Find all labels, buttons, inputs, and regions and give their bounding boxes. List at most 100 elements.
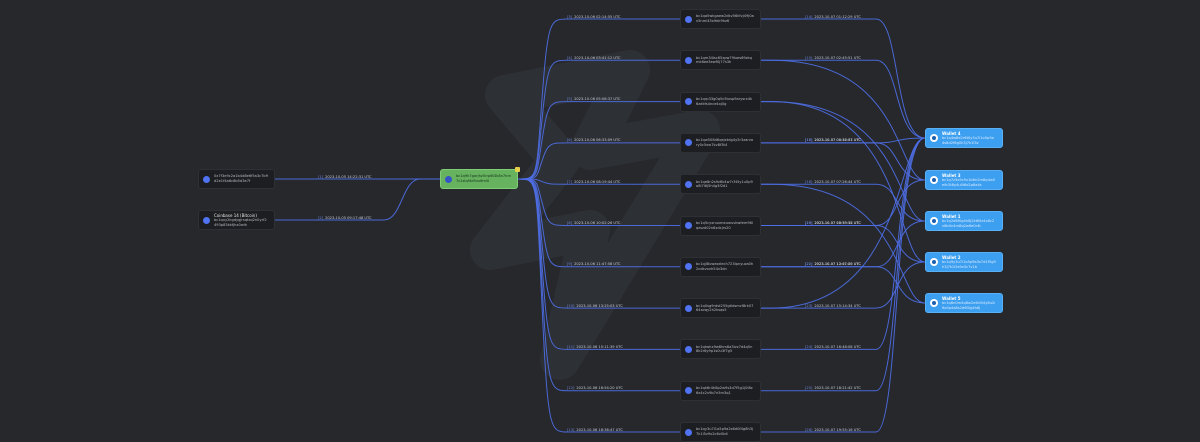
edge-label: [11]2023-10-06 15:11:39 UTC	[567, 345, 623, 349]
address-node[interactable]: bc1qa5wkgaew2dkv56kfvj49j0av5nml45x9ek9h…	[680, 9, 761, 29]
edge-c-m5[interactable]	[517, 178, 680, 185]
wallet-icon	[930, 299, 938, 307]
edge-label: [4]2023-10-06 03:41:12 UTC	[567, 56, 621, 60]
wallet-icon	[930, 176, 938, 184]
node-address: bc1qk6r4h8p2w9s3d7f5g1j0l8z6x4c2v9b7n5m3…	[696, 386, 753, 395]
blockchain-address-icon	[685, 98, 692, 106]
edge-c-m3[interactable]	[517, 101, 680, 180]
node-text: Coinbase 14 (Bitcoin)bc1qxy2kgdygjrsqtzq…	[214, 213, 268, 227]
edge-m9-o1[interactable]	[761, 137, 926, 350]
edge-label-id: [11]	[567, 344, 575, 349]
node-text: bc1qjl8uwezzlech723lpnyuza0h2cdkvxvh54v3…	[696, 262, 754, 271]
wallet-icon	[930, 134, 938, 142]
edge-m6-o4[interactable]	[761, 225, 926, 263]
node-text: bc1qtwhx9w8hm6a3lvz7d4q5n8k2r6y9p1s0u3f7…	[696, 345, 754, 354]
edge-label-timestamp: 2023-10-06 16:54:20 UTC	[576, 386, 623, 391]
node-text: bc1qk6r4h8p2w9s3d7f5g1j0l8z6x4c2v9b7n5m3…	[696, 386, 754, 395]
edge-m1-o1[interactable]	[761, 18, 926, 139]
blockchain-address-icon	[685, 56, 692, 64]
address-node[interactable]: bc1q0sg9rdst255gtldsmcf8rk0764avqy2h2ksq…	[680, 298, 761, 319]
address-node[interactable]: bc1qk6r4h8p2w9s3d7f5g1j0l8z6x4c2v9b7n5m3…	[680, 380, 761, 401]
address-node[interactable]: bc1q5cyxnuxmeuwuvkwfem96lqzszd02n6xdcjrs…	[680, 215, 761, 236]
edge-label-id: [25]	[805, 386, 813, 391]
address-node[interactable]: bc1qw508d6qejxtdg4y5r3zarvary0c5xw7kv8f3…	[680, 132, 761, 153]
edge-label-id: [9]	[567, 262, 573, 267]
node-address: bc1qe8n2s9z6k4w7r3t5y1u0p9o8i7l6j5h4g3f2…	[696, 179, 753, 189]
edge-c-m6[interactable]	[517, 178, 680, 226]
edge-c-m1[interactable]	[517, 18, 680, 180]
node-text: bc1q9h7garjhz5rrp6t3k8n7hm7c2zlqf4d9vx6m…	[456, 174, 511, 183]
address-node[interactable]: bc1qm34lsc65zpw79lxes69zkqmk6ee3ewf0j77s…	[680, 50, 761, 71]
node-address: bc1qjl8uwezzlech723lpnyuza0h2cdkvxvh54v3…	[696, 262, 754, 271]
edge-m10-o1[interactable]	[761, 137, 926, 392]
edge-label-timestamp: 2023-10-07 12:07:26 UTC	[814, 262, 861, 267]
node-text: bc1qa5wkgaew2dkv56kfvj49j0av5nml45x9ek9h…	[696, 14, 754, 23]
node-address: bc1qw508d6qejxtdg4y5r3zarvary0c5xw7kv8f3…	[696, 138, 754, 147]
node-address: bc1qrp33g0q5c5txsp9arysrx4k6zdkfs4nce4xj…	[696, 97, 753, 106]
node-address: bc1q7z3x9c5v1b6n2m8q4w0e6r2t8y4u0i6o2p8a…	[942, 177, 996, 187]
edge-label-timestamp: 2023-10-06 13:25:03 UTC	[576, 303, 623, 308]
edge-s2-c[interactable]	[275, 178, 440, 221]
edge-label-id: [18]	[805, 179, 813, 184]
node-address: 0x7f3e9c2a1b4d8e6f5a3c7b9d2e1f4a6c8b5d3e…	[214, 174, 269, 183]
address-node[interactable]: Coinbase 14 (Bitcoin)bc1qxy2kgdygjrsqtzq…	[198, 210, 275, 230]
edge-m11-o1[interactable]	[761, 137, 926, 433]
focus-address-node[interactable]: bc1q9h7garjhz5rrp6t3k8n7hm7c2zlqf4d9vx6m…	[440, 169, 518, 189]
address-node[interactable]: bc1qtwhx9w8hm6a3lvz7d4q5n8k2r6y9p1s0u3f7…	[680, 339, 761, 360]
edge-c-m4[interactable]	[517, 142, 680, 180]
edge-c-m11[interactable]	[517, 178, 680, 433]
edge-label: [23]2023-10-07 15:14:34 UTC	[805, 304, 861, 308]
address-node[interactable]: 0x7f3e9c2a1b4d8e6f5a3c7b9d2e1f4a6c8b5d3e…	[198, 169, 275, 189]
node-address: bc1qtwhx9w8hm6a3lvz7d4q5n8k2r6y9p1s0u3f7…	[696, 344, 753, 354]
edge-label: [6]2023-10-06 06:33:09 UTC	[567, 138, 621, 142]
edge-m2-o2[interactable]	[761, 59, 926, 181]
edge-label-timestamp: 2023-10-07 08:59:18 UTC	[814, 221, 861, 225]
edge-m2-o1[interactable]	[761, 59, 926, 139]
node-text: bc1qy3u7i1o5p9a2s6d0f4g8h3j7k1l5z9x2c6v0…	[696, 427, 754, 436]
edge-m7-o3[interactable]	[761, 220, 926, 268]
edge-label-id: [7]	[567, 179, 573, 184]
edge-label: [24]2023-10-07 16:48:08 UTC	[805, 345, 861, 349]
address-node[interactable]: bc1qe8n2s9z6k4w7r3t5y1u0p9o8i7l6j5h4g3f2…	[680, 174, 761, 195]
edge-label-id: [12]	[567, 386, 575, 391]
wallet-icon	[930, 258, 938, 266]
blockchain-address-icon	[685, 15, 692, 23]
address-node[interactable]: bc1qy3u7i1o5p9a2s6d0f4g8h3j7k1l5z9x2c6v0…	[680, 422, 761, 442]
node-address: bc1q2d6f0g4h8j2k6l0z4x8c2v6b0n4m8q2w6e0r…	[942, 218, 995, 228]
node-text: bc1qm34lsc65zpw79lxes69zkqmk6ee3ewf0j77s…	[696, 56, 754, 65]
edge-label-timestamp: 2023-10-07 13:41:00 UTC	[814, 262, 861, 267]
address-node[interactable]: bc1qrp33g0q5c5txsp9arysrx4k6zdkfs4nce4xj…	[680, 91, 761, 112]
edge-label-timestamp: 2023-10-06 11:47:58 UTC	[574, 262, 621, 267]
edge-m5-o5[interactable]	[761, 183, 926, 304]
edge-label-id: [17]	[805, 138, 813, 143]
edge-label-timestamp: 2023-10-07 01:12:29 UTC	[814, 14, 861, 19]
edge-label-id: [19]	[805, 221, 813, 225]
blockchain-address-icon	[685, 387, 692, 395]
address-node[interactable]: bc1qjl8uwezzlech723lpnyuza0h2cdkvxvh54v3…	[680, 256, 761, 277]
edge-m3-o4[interactable]	[761, 101, 926, 263]
edge-label: [7]2023-10-06 08:19:44 UTC	[567, 180, 621, 184]
edge-m8-o4[interactable]	[761, 261, 926, 309]
edge-label: [8]2023-10-06 10:02:26 UTC	[567, 221, 621, 225]
node-address: bc1qm34lsc65zpw79lxes69zkqmk6ee3ewf0j77s…	[696, 55, 752, 65]
edge-label: [1]2023-10-05 14:22:31 UTC	[318, 175, 372, 179]
blockchain-address-icon	[685, 222, 692, 229]
edge-c-m10[interactable]	[517, 178, 680, 392]
edge-label-id: [22]	[805, 262, 813, 267]
edge-label-id: [16]	[805, 138, 813, 143]
node-address: bc1q0sg9rdst255gtldsmcf8rk0764avqy2h2ksq…	[696, 303, 754, 313]
node-text: bc1q0sg9rdst255gtldsmcf8rk0764avqy2h2ksq…	[696, 304, 754, 313]
edge-m4-o2[interactable]	[761, 142, 926, 181]
edge-label-timestamp: 2023-10-07 18:21:42 UTC	[814, 386, 861, 391]
edge-m3-o3[interactable]	[761, 101, 926, 222]
node-text: 0x7f3e9c2a1b4d8e6f5a3c7b9d2e1f4a6c8b5d3e…	[214, 174, 268, 183]
blockchain-address-icon	[685, 345, 692, 353]
